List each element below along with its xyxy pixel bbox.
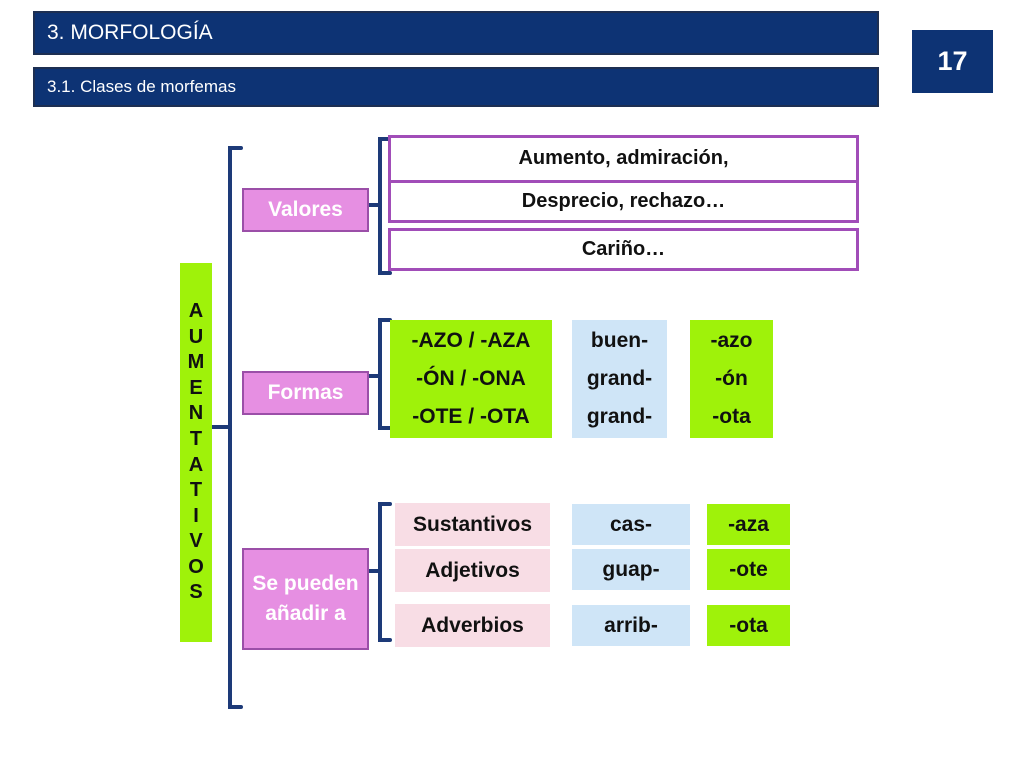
section-title: 3. MORFOLOGÍA — [47, 21, 213, 44]
anadir-root-arrib: arrib- — [572, 605, 690, 646]
letter: I — [193, 504, 199, 527]
category-adverbios: Adverbios — [395, 604, 550, 647]
section-subtitle: 3.1. Clases de morfemas — [47, 77, 236, 96]
ending-item: -ón — [715, 367, 748, 390]
letter: V — [189, 530, 203, 553]
suffix-item: -ÓN / -ONA — [416, 367, 526, 390]
anadir-label: Se pueden añadir a — [252, 572, 359, 625]
anadir-root-guap: guap- — [572, 549, 690, 590]
valor-box-aumento: Aumento, admiración, — [388, 135, 859, 185]
letter: T — [189, 427, 203, 450]
anadir-ending-aza: -aza — [707, 504, 790, 545]
category-label: Adverbios — [421, 613, 524, 637]
formas-root-column: buen- grand- grand- — [572, 320, 667, 438]
root-item: grand- — [586, 367, 653, 390]
root-item: buen- — [590, 329, 649, 352]
ending-item: -ote — [729, 557, 768, 581]
ending-item: -aza — [728, 512, 769, 536]
anadir-ending-ota: -ota — [707, 605, 790, 646]
anadir-node: Se pueden añadir a — [242, 548, 369, 650]
valor-text: Cariño… — [581, 238, 666, 260]
valor-text: Aumento, admiración, — [518, 147, 729, 169]
page-number-badge: 17 — [912, 30, 993, 93]
letter: N — [188, 402, 204, 425]
category-label: Adjetivos — [425, 558, 520, 582]
suffix-item: -AZO / -AZA — [411, 329, 531, 352]
root-item: guap- — [602, 557, 660, 581]
category-sustantivos: Sustantivos — [395, 503, 550, 546]
section-title-bar: 3. MORFOLOGÍA — [33, 11, 879, 55]
letter: M — [187, 351, 205, 374]
page-number: 17 — [937, 46, 968, 76]
letter: O — [188, 555, 204, 578]
formas-node: Formas — [242, 371, 369, 415]
root-item: arrib- — [604, 613, 658, 637]
letter: A — [188, 299, 204, 322]
anadir-root-cas: cas- — [572, 504, 690, 545]
formas-ending-column: -azo -ón -ota — [690, 320, 773, 438]
ending-item: -ota — [712, 405, 751, 428]
valor-box-carino: Cariño… — [388, 228, 859, 271]
letter: T — [189, 479, 203, 502]
anadir-ending-ote: -ote — [707, 549, 790, 590]
valor-box-desprecio: Desprecio, rechazo… — [388, 180, 859, 223]
section-subtitle-bar: 3.1. Clases de morfemas — [33, 67, 879, 107]
letter: U — [188, 325, 204, 348]
category-adjetivos: Adjetivos — [395, 549, 550, 592]
valores-label: Valores — [268, 198, 343, 221]
letter: E — [189, 376, 203, 399]
aumentativos-label: A U M E N T A T I V O S — [180, 263, 212, 642]
formas-bracket — [378, 318, 392, 430]
category-label: Sustantivos — [412, 512, 533, 536]
ending-item: -azo — [710, 329, 753, 352]
letter: A — [188, 453, 204, 476]
letter: S — [189, 581, 203, 604]
valores-node: Valores — [242, 188, 369, 232]
root-item: cas- — [609, 512, 653, 536]
ending-item: -ota — [729, 613, 768, 637]
formas-suffix-column: -AZO / -AZA -ÓN / -ONA -OTE / -OTA — [390, 320, 552, 438]
root-item: grand- — [586, 405, 653, 428]
suffix-item: -OTE / -OTA — [412, 405, 530, 428]
formas-label: Formas — [267, 381, 344, 404]
valor-text: Desprecio, rechazo… — [521, 190, 726, 212]
